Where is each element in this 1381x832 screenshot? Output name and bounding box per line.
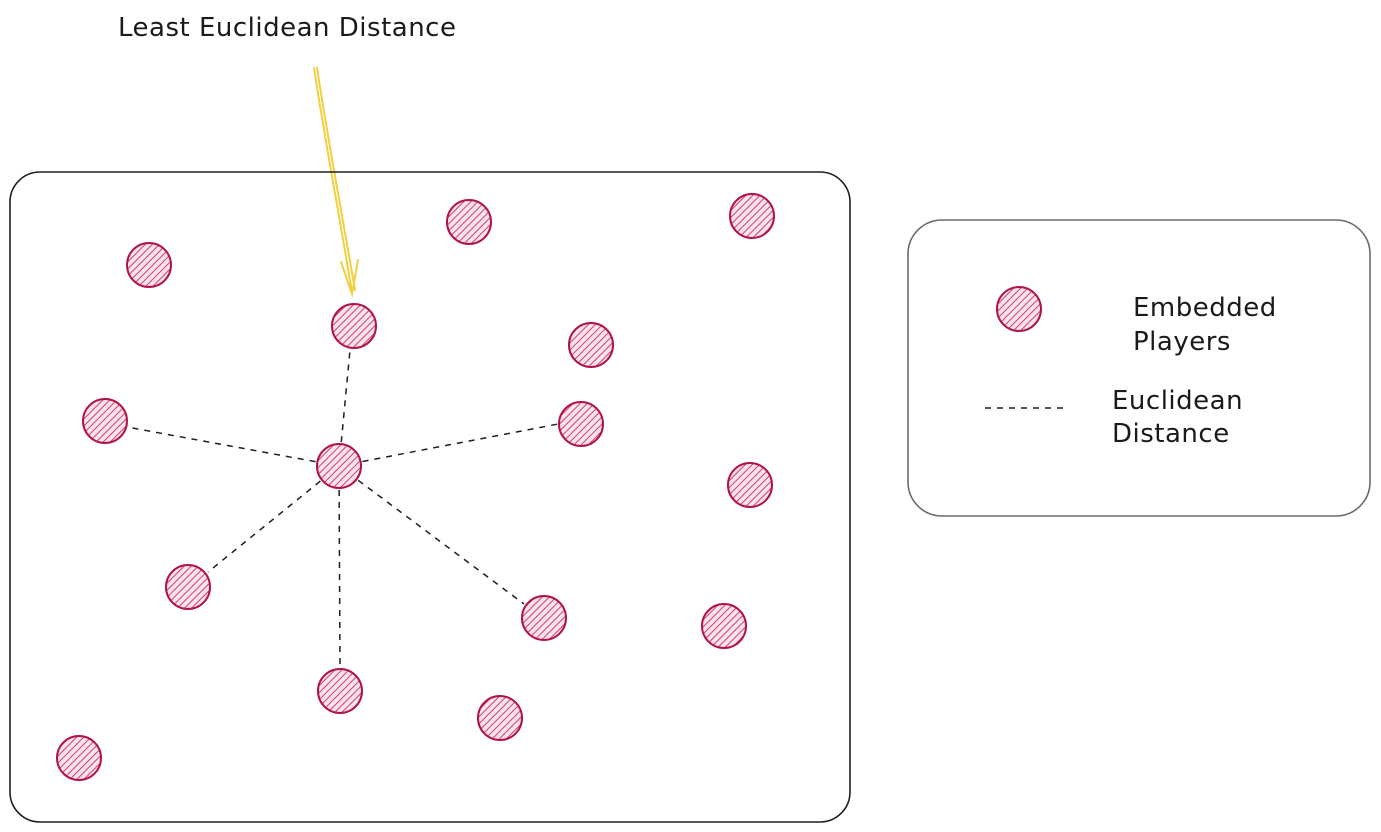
player-node bbox=[521, 595, 567, 641]
distance-edge bbox=[126, 426, 340, 467]
distance-edge bbox=[338, 465, 341, 669]
legend-node-label-line1: Embedded bbox=[1133, 293, 1277, 323]
player-node bbox=[126, 242, 172, 288]
player-node bbox=[477, 695, 523, 741]
player-node bbox=[729, 193, 775, 239]
player-node bbox=[56, 735, 102, 781]
legend: Embedded Players Euclidean Distance bbox=[985, 286, 1277, 449]
legend-edge-label-line1: Euclidean bbox=[1112, 386, 1243, 416]
distance-edge bbox=[207, 465, 340, 573]
player-node-center bbox=[316, 443, 362, 489]
distance-edges bbox=[126, 349, 559, 669]
legend-node-label-line2: Players bbox=[1133, 327, 1231, 357]
annotation-text: Least Euclidean Distance bbox=[118, 13, 456, 43]
player-node bbox=[558, 401, 604, 447]
legend-edge-label-line2: Distance bbox=[1112, 419, 1230, 449]
player-node bbox=[331, 303, 377, 349]
distance-edge bbox=[338, 423, 559, 467]
player-node bbox=[446, 199, 492, 245]
distance-edge bbox=[338, 349, 351, 467]
embedding-space-frame bbox=[9, 171, 851, 823]
annotation-arrow bbox=[313, 67, 359, 298]
player-node bbox=[727, 462, 773, 508]
legend-node-swatch bbox=[996, 286, 1042, 332]
player-node bbox=[568, 322, 614, 368]
player-node bbox=[701, 603, 747, 649]
player-node bbox=[82, 398, 128, 444]
player-node bbox=[317, 668, 363, 714]
player-node bbox=[165, 564, 211, 610]
player-nodes bbox=[56, 193, 775, 781]
legend-frame bbox=[907, 219, 1371, 517]
distance-edge bbox=[338, 465, 525, 605]
